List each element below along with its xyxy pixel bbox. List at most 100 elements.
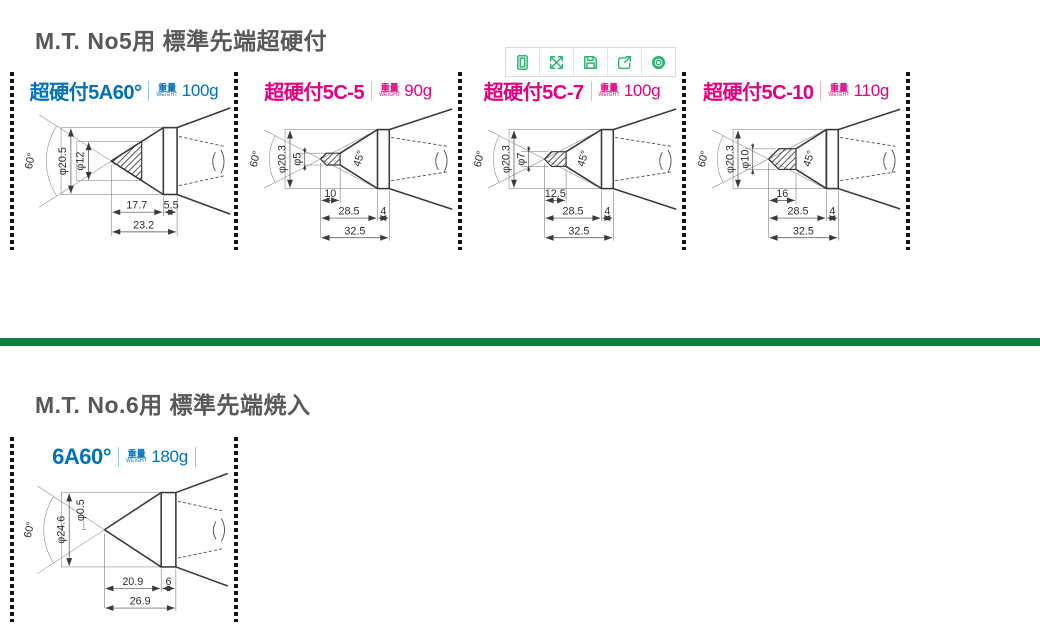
page-preview-icon	[517, 54, 528, 70]
taper-angle-label: 45°	[351, 149, 367, 168]
dim-total-length: 23.2	[133, 220, 154, 232]
cone-angle-label: 60°	[22, 521, 37, 540]
fullscreen-icon	[550, 55, 563, 69]
product-title: 超硬付5C-7	[483, 82, 584, 105]
dim-shoulder-length: 4	[829, 206, 835, 218]
products-row-mt6: 6A60° 重量 WEIGHT 180g	[10, 437, 238, 622]
dim-total-length: 26.9	[130, 596, 151, 608]
share-button[interactable]	[607, 48, 641, 76]
dim-total-length: 32.5	[568, 226, 589, 238]
technical-drawing-5c5: 60° φ20.3 φ5 45° 10 28.5 4 32.5	[248, 108, 453, 242]
dim-tip-length: 17.7	[126, 200, 147, 212]
products-row-mt5: 超硬付5A60° 重量 WEIGHT 100g	[10, 72, 910, 250]
dim-tip-length: 10	[324, 188, 336, 200]
product-panel-6a60: 6A60° 重量 WEIGHT 180g	[14, 437, 234, 622]
technical-drawing-5a60: 60° φ20.5 φ12 17.7 5.5 23.2	[23, 107, 231, 237]
product-title: 超硬付5C-5	[264, 82, 365, 105]
vertical-separator	[10, 72, 14, 250]
outer-dia-label: φ20.5	[57, 148, 69, 176]
taper-angle-label: 45°	[801, 149, 817, 168]
dim-shoulder-length: 4	[604, 206, 610, 218]
product-title: 6A60°	[52, 443, 112, 469]
dim-shoulder-length: 4	[380, 206, 386, 218]
tip-dia-label: φ10	[739, 150, 751, 169]
dim-body-length: 28.5	[787, 206, 808, 218]
product-panel-5c7: 超硬付5C-7 重量 WEIGHT 100g	[462, 72, 682, 250]
product-panel-5c5: 超硬付5C-5 重量 WEIGHT 90g	[238, 72, 458, 250]
product-panel-5c10: 超硬付5C-10 重量 WEIGHT 110g	[686, 72, 906, 250]
cone-angle-label: 60°	[696, 150, 712, 169]
weight-sublabel: WEIGHT	[828, 91, 850, 98]
weight-block: 重量 WEIGHT 100g	[156, 81, 218, 101]
vertical-separator	[234, 72, 238, 250]
weight-block: 重量 WEIGHT 100g	[599, 81, 661, 101]
vertical-separator	[906, 72, 910, 250]
outer-dia-label: φ24.6	[55, 516, 67, 544]
technical-drawing-6a60: 60° φ24.6 φ0.5 20.9 6 26.9	[22, 473, 228, 612]
weight-block: 重量 WEIGHT 110g	[828, 81, 889, 101]
settings-button[interactable]	[641, 48, 675, 76]
product-header: 超硬付5C-10 重量 WEIGHT 110g	[686, 72, 906, 106]
product-title: 超硬付5C-10	[702, 82, 814, 105]
vertical-separator	[10, 437, 14, 622]
fullscreen-button[interactable]	[539, 48, 573, 76]
weight-value: 100g	[623, 80, 661, 100]
vertical-separator	[234, 437, 238, 622]
tip-dia-label: φ5	[291, 153, 303, 166]
product-header: 6A60° 重量 WEIGHT 180g	[14, 437, 234, 473]
technical-drawing-5c10: 60° φ20.3 φ10 45° 16 28.5 4 32.5	[696, 108, 901, 242]
dim-tip-length: 20.9	[122, 576, 143, 588]
product-header: 超硬付5C-7 重量 WEIGHT 100g	[462, 72, 682, 106]
vertical-separator	[458, 72, 462, 250]
outer-dia-label: φ20.3	[277, 146, 289, 174]
header-divider	[148, 80, 150, 101]
tip-dia-label: φ12	[75, 152, 87, 171]
save-icon	[584, 55, 597, 69]
weight-value: 180g	[151, 446, 188, 466]
page-title-mt6: M.T. No.6用 標準先端焼入	[35, 392, 311, 419]
settings-icon	[651, 55, 666, 69]
taper-angle-label: 45°	[575, 149, 591, 168]
page-preview-button[interactable]	[506, 48, 539, 76]
tip-dia-label: φ7	[515, 153, 527, 166]
weight-value: 100g	[181, 80, 219, 100]
dim-total-length: 32.5	[344, 226, 365, 238]
weight-label: 重量	[158, 82, 177, 93]
header-divider	[194, 446, 196, 467]
header-divider	[820, 80, 822, 101]
vertical-separator	[682, 72, 686, 250]
outer-dia-label: φ20.3	[501, 146, 513, 174]
weight-label: 重量	[830, 82, 849, 93]
dim-total-length: 32.5	[793, 226, 814, 238]
weight-value: 90g	[404, 80, 432, 100]
cone-angle-label: 60°	[248, 150, 264, 169]
dim-tip-length: 16	[776, 188, 788, 200]
header-divider	[371, 80, 373, 101]
weight-sublabel: WEIGHT	[156, 91, 178, 98]
section-divider-bar	[0, 338, 1040, 346]
dim-shoulder-length: 6	[166, 576, 172, 588]
share-icon	[617, 55, 632, 69]
weight-sublabel: WEIGHT	[598, 91, 620, 98]
dim-body-length: 28.5	[562, 206, 583, 218]
tip-dia-label: φ0.5	[75, 499, 87, 521]
cone-angle-label: 60°	[23, 152, 38, 170]
weight-sublabel: WEIGHT	[379, 91, 401, 98]
dim-shoulder-length: 5.5	[164, 200, 179, 212]
header-divider	[590, 80, 592, 101]
weight-label: 重量	[600, 82, 619, 93]
weight-value: 110g	[853, 80, 890, 100]
viewer-toolbar	[505, 47, 676, 77]
outer-dia-label: φ20.3	[725, 146, 737, 174]
product-header: 超硬付5C-5 重量 WEIGHT 90g	[238, 72, 458, 106]
product-panel-5a60: 超硬付5A60° 重量 WEIGHT 100g	[14, 72, 234, 250]
dim-tip-length: 12.5	[545, 188, 566, 200]
product-header: 超硬付5A60° 重量 WEIGHT 100g	[14, 72, 234, 106]
dim-body-length: 28.5	[338, 206, 359, 218]
product-title: 超硬付5A60°	[29, 82, 142, 105]
page-title-mt5: M.T. No5用 標準先端超硬付	[35, 28, 328, 55]
save-button[interactable]	[573, 48, 607, 76]
header-divider	[118, 446, 120, 467]
weight-sublabel: WEIGHT	[126, 457, 148, 464]
weight-label: 重量	[127, 448, 146, 459]
